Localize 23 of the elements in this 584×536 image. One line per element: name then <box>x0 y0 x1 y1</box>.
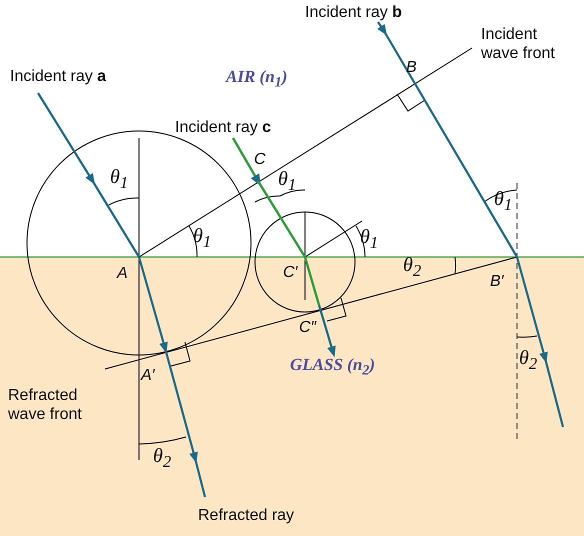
angle-label: θ$_{1}$ <box>193 227 212 251</box>
ray-label: Incident ray a <box>10 67 106 86</box>
medium-label: GLASS (n$_{2}$) <box>290 355 376 380</box>
point-label: C″ <box>299 318 316 337</box>
angle-label: θ$_{2}$ <box>153 447 172 471</box>
point-label: C <box>254 150 266 169</box>
point-label: C′ <box>283 263 298 282</box>
angle-label: θ$_{1}$ <box>110 168 128 192</box>
angle-label: θ$_{2}$ <box>519 349 538 373</box>
angle-label: θ$_{1}$ <box>278 170 296 194</box>
wave-front-label: Incident wave front <box>481 25 556 63</box>
angle-label: θ$_{2}$ <box>403 256 422 280</box>
angle-label: θ$_{1}$ <box>494 190 512 214</box>
point-label: B <box>406 58 417 77</box>
point-label: A <box>117 264 128 283</box>
wave-front-label: Refracted wave front <box>8 386 83 424</box>
ray-label: Incident ray c <box>175 118 272 137</box>
point-label: A′ <box>141 366 155 385</box>
point-label: B′ <box>490 272 504 291</box>
ray-label: Incident ray b <box>305 3 402 22</box>
ray-label: Refracted ray <box>198 506 294 525</box>
medium-label: AIR (n$_{1}$) <box>226 67 288 92</box>
angle-label: θ$_{1}$ <box>360 228 378 252</box>
